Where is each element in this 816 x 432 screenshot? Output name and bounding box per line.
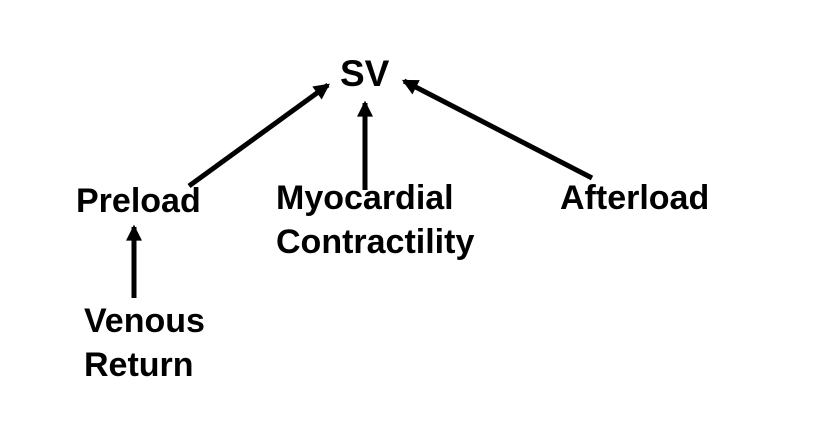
arrow-afterload-to-sv bbox=[401, 78, 594, 181]
node-myocardial-line1: Myocardial bbox=[276, 179, 454, 217]
node-myocardial-label: Myocardial Contractility bbox=[276, 177, 474, 264]
node-sv-label: SV bbox=[340, 53, 390, 94]
node-venous-line1: Venous bbox=[84, 302, 205, 340]
arrow-preload-to-sv bbox=[187, 82, 330, 189]
node-afterload-label: Afterload bbox=[560, 179, 710, 217]
node-venous-label: Venous Return bbox=[84, 300, 205, 387]
node-venous-line2: Return bbox=[84, 345, 194, 384]
node-myocardial-line2: Contractility bbox=[276, 222, 475, 261]
node-preload-label: Preload bbox=[76, 182, 201, 220]
